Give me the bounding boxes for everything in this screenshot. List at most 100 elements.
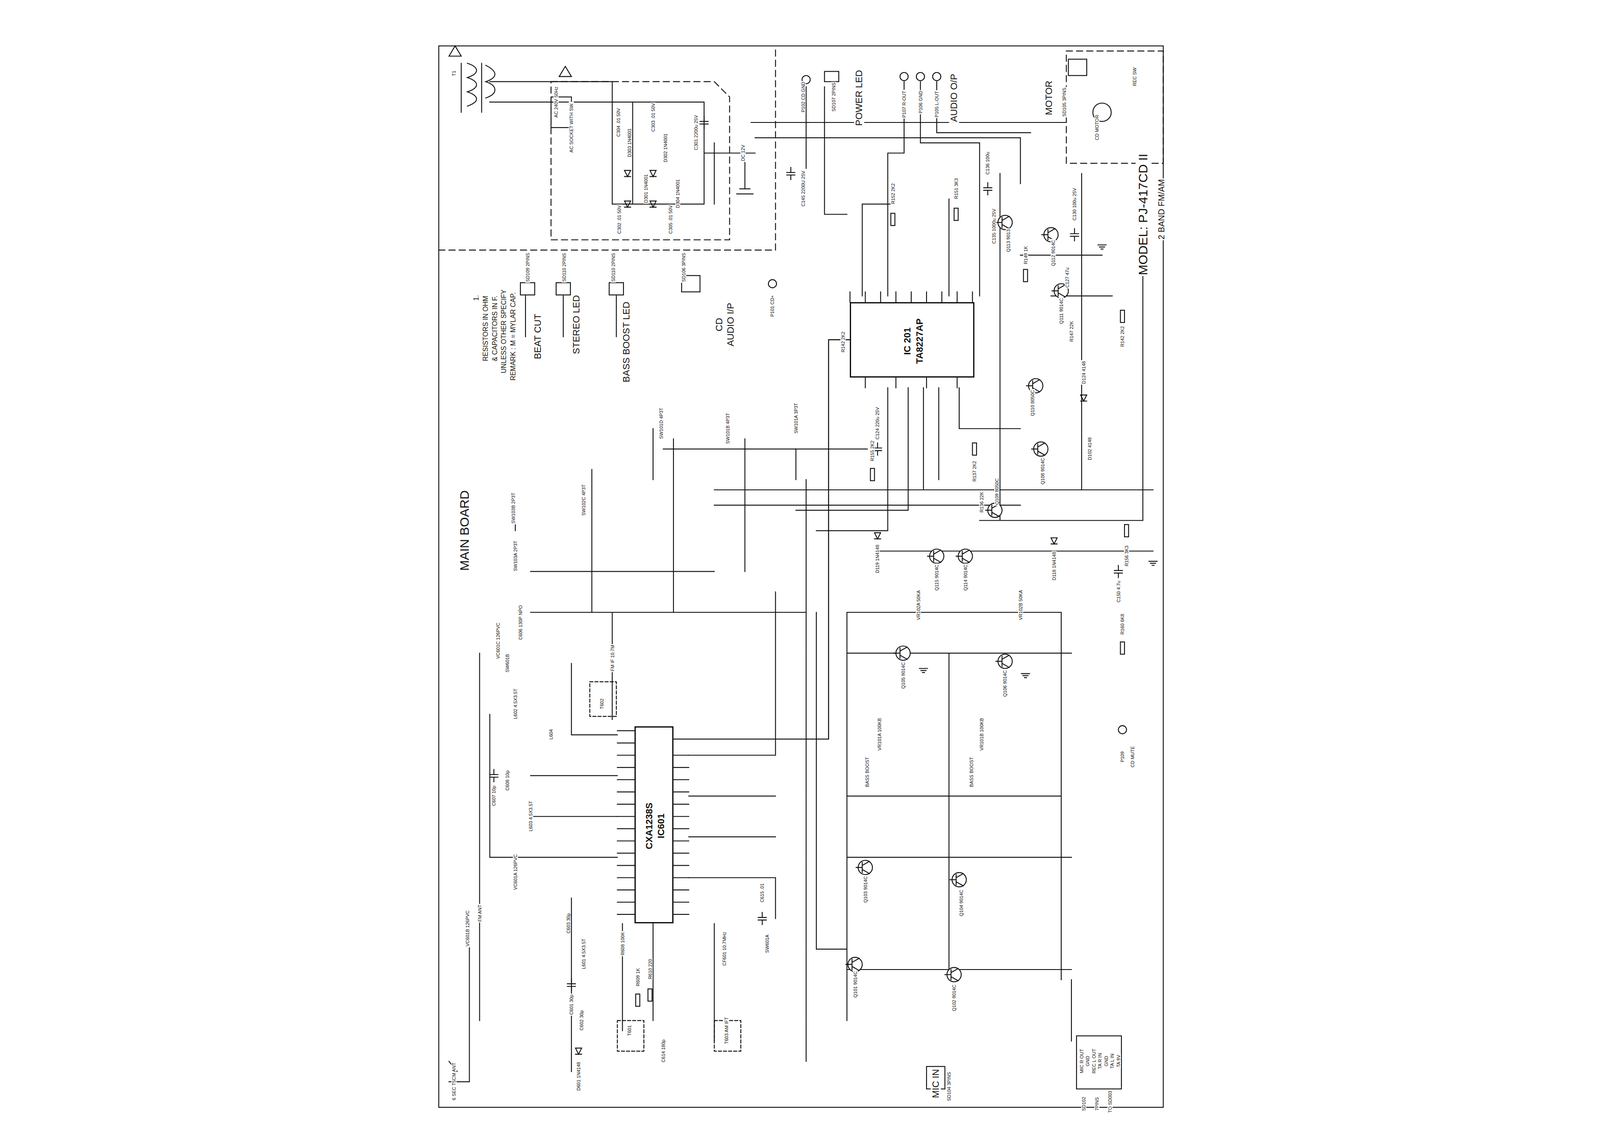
transistor-symbol: [956, 549, 973, 564]
component-label: MIC IN: [930, 1068, 941, 1100]
pin-header: [609, 282, 624, 295]
component-label: R149 1K: [1023, 244, 1029, 265]
component-label: CD MUTE: [1129, 745, 1136, 769]
component-label: P101 CD+: [769, 294, 775, 318]
component-label: SD102: [1081, 1096, 1087, 1113]
resistor-symbol: [1023, 269, 1028, 282]
ic-box: CXA1238SIC601: [634, 726, 674, 924]
component-label: R610 220: [647, 958, 653, 981]
component-label: GND: [1103, 1055, 1109, 1068]
component-label: STEREO LED: [571, 294, 582, 355]
component-label: R160 6K8: [1119, 613, 1125, 636]
pin-header: [556, 282, 571, 295]
component-label: Q112 9014C: [1050, 239, 1056, 268]
transistor-symbol: [1031, 442, 1049, 457]
component-label: C150 4.7u: [1115, 580, 1122, 604]
component-label: R151 3K3: [953, 177, 959, 201]
component-label: C607 10p: [491, 784, 497, 807]
component-label: C606 130P NPO: [517, 604, 524, 641]
component-label: CF601 10.7MHz: [721, 931, 727, 967]
component-label: SD106 3PINS: [681, 252, 687, 283]
amplifier-wiring: [775, 163, 1144, 531]
diode-symbol: [650, 170, 657, 177]
component-label: D303 1N4001: [626, 127, 632, 159]
pin-header: [1076, 1036, 1122, 1090]
component-label: 2 BAND FM/AM: [1156, 178, 1166, 240]
resistor-symbol: [1124, 524, 1129, 538]
component-label: C304 .01 50V: [615, 107, 621, 138]
component-label: REMARK : M = MYLAR CAP.: [509, 291, 518, 382]
transformer-symbol: [461, 63, 495, 113]
component-label: VR101B 100KB: [979, 717, 985, 752]
component-label: T1: [451, 69, 457, 78]
diode-symbol: [1051, 537, 1058, 544]
diode-symbol: [1080, 395, 1087, 401]
terminal-point: [899, 72, 908, 81]
component-label: SW601A: [764, 933, 770, 954]
ground-symbol: [919, 668, 928, 674]
component-label: R609 1K: [635, 967, 641, 988]
capacitor-symbol: [1070, 228, 1079, 241]
component-label: TA R IN: [1097, 1052, 1103, 1071]
component-label: C127 47u: [1064, 266, 1070, 289]
diode-symbol: [575, 1048, 582, 1055]
component-label: SW601B: [504, 653, 510, 674]
component-label: C303 .01 50V: [650, 102, 656, 133]
output-wiring: [806, 81, 1031, 297]
component-label: C614 180p: [660, 1038, 666, 1064]
component-label: MAIN BOARD: [457, 489, 472, 572]
component-label: BASS BOOST: [968, 756, 974, 789]
component-label: CD: [714, 317, 725, 333]
resistor-symbol: [635, 994, 640, 1007]
component-label: C145 2200U 25V: [800, 169, 806, 208]
component-label: D119 1N4148: [874, 544, 880, 575]
transistor-symbol: [985, 503, 1003, 518]
component-label: D102 4148: [1087, 436, 1093, 462]
component-label: VR102A 50KA: [915, 589, 922, 621]
resistor-symbol: [1120, 642, 1125, 655]
pin-header: [520, 282, 535, 295]
transistor-symbol: [944, 967, 962, 983]
component-label: D124 4148: [1081, 360, 1087, 385]
component-label: R152 2K2: [890, 182, 896, 206]
motor-border: [1066, 50, 1164, 164]
component-label: T602: [599, 698, 605, 711]
ground-symbol: [1021, 673, 1030, 679]
component-label: SD105 3PINS: [1061, 86, 1067, 118]
component-label: P107 R-OUT: [901, 89, 907, 119]
ic-box: IC 201TA8227AP: [849, 302, 975, 378]
component-label: C124 220u 25V: [874, 406, 880, 441]
transistor-symbol: [996, 654, 1013, 669]
component-label: C601 30p: [568, 994, 574, 1017]
component-label: T603 AM IFT: [723, 1016, 730, 1046]
component-label: C305 .01 50V: [667, 204, 674, 235]
component-label: CD MOTOR: [1094, 114, 1100, 142]
component-label: MIC R OUT: [1079, 1048, 1085, 1075]
ic-label: IC 201: [902, 327, 913, 355]
capacitor-symbol: [700, 116, 709, 129]
component-label: 6 SEC T5CM ANT: [451, 1061, 457, 1102]
component-label: REC SW: [1132, 66, 1138, 87]
transistor-symbol: [949, 872, 967, 888]
component-label: VC601C 126PVC: [495, 621, 501, 660]
power-section-border: [438, 45, 776, 251]
component-label: Q114 9014C: [962, 563, 968, 592]
capacitor-symbol: [1114, 565, 1123, 578]
component-label: L604: [548, 728, 554, 741]
component-label: SW103A 2P3T: [512, 539, 518, 573]
component-label: AUDIO I/P: [725, 301, 736, 348]
component-label: R137 2K2: [971, 460, 977, 483]
terminal-point: [916, 72, 925, 81]
component-label: Q113 9013: [1005, 228, 1011, 254]
component-label: REC L OUT: [1091, 1048, 1097, 1075]
component-label: 7PINS: [1094, 1096, 1100, 1112]
component-label: L601 4.5X3.5T: [581, 937, 587, 971]
transistor-symbol: [927, 549, 944, 564]
pin-header: [824, 71, 839, 82]
component-label: Q108 9014C: [1040, 457, 1046, 486]
component-label: Q106 9014C: [1002, 669, 1008, 698]
component-label: C302 .01 50V: [616, 204, 622, 235]
capacitor-symbol: [567, 979, 576, 992]
